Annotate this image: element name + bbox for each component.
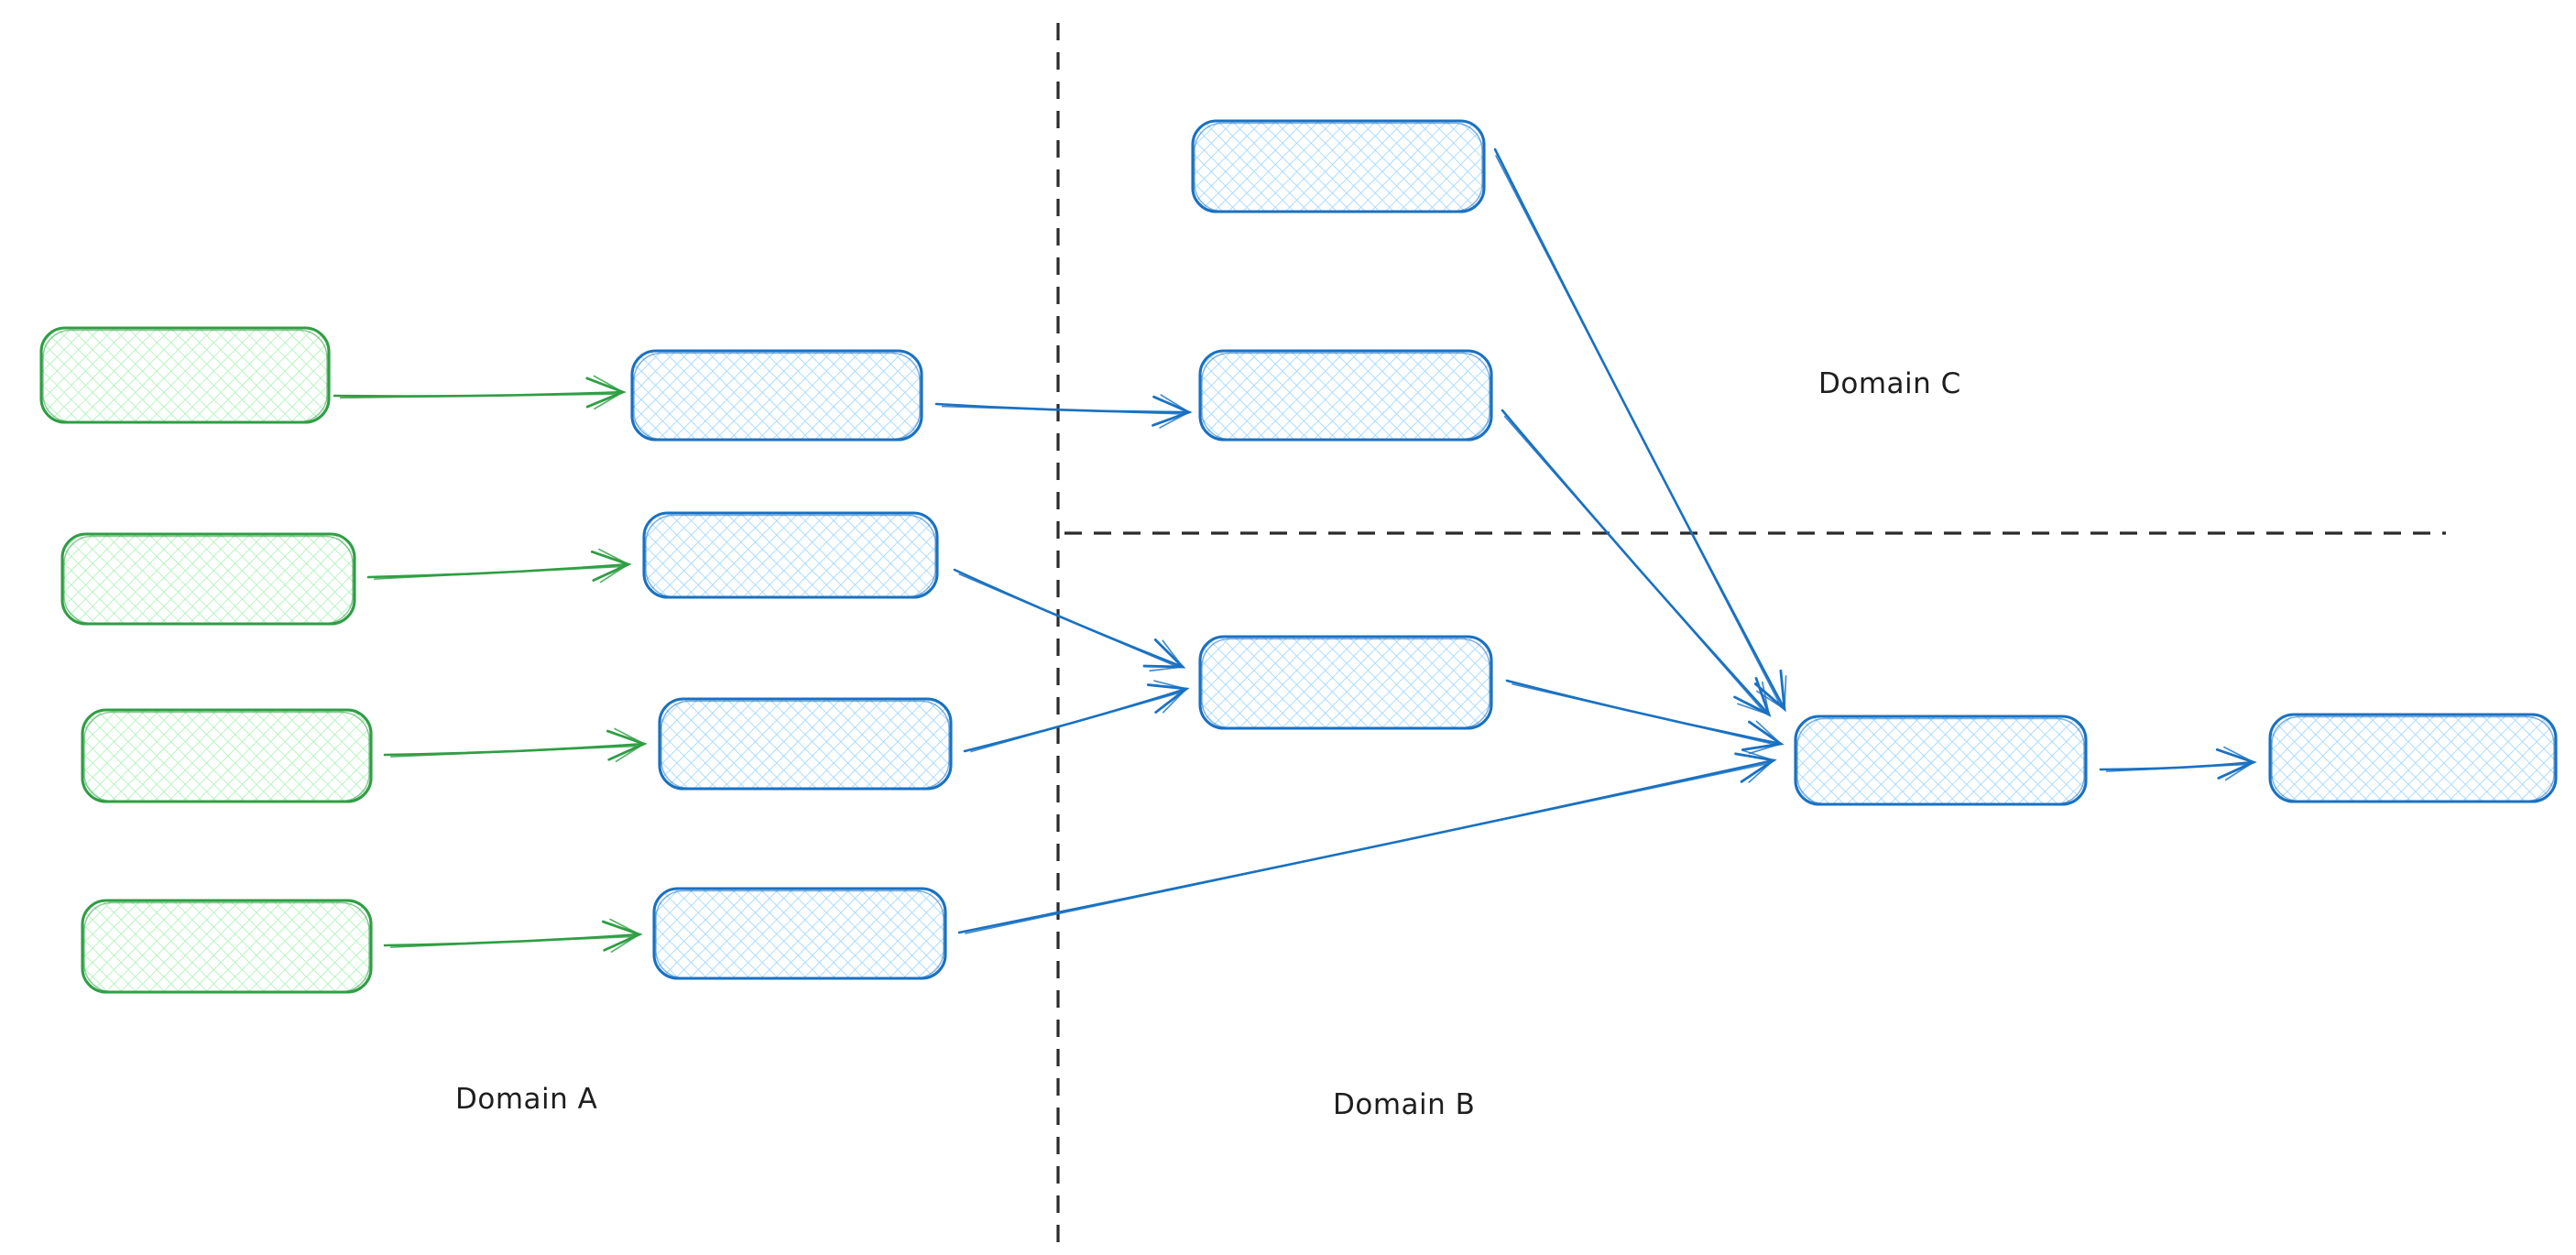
- blue-node-hub: [1794, 715, 2088, 806]
- edge-bcenter-hub: [1505, 679, 1785, 755]
- edge-btop-hub: [1493, 147, 1787, 713]
- blue-node-b-mid: [1198, 349, 1493, 442]
- domain-a-label: Domain A: [455, 1083, 597, 1116]
- green-node-4: [81, 899, 373, 994]
- green-node-2: [60, 532, 356, 626]
- edge-a3-bcenter: [963, 680, 1190, 753]
- blue-node-b-top: [1191, 119, 1486, 213]
- blue-node-a1: [630, 349, 923, 442]
- domain-b-label: Domain B: [1333, 1088, 1475, 1121]
- blue-node-a2: [642, 511, 939, 599]
- edge-green-4: [383, 918, 643, 954]
- edge-a1-bmid: [934, 394, 1193, 429]
- edge-bmid-hub: [1501, 409, 1772, 717]
- green-node-3: [81, 708, 373, 803]
- green-node-1: [39, 326, 331, 424]
- edge-green-2: [366, 548, 632, 584]
- edge-hub-final: [2099, 746, 2257, 781]
- edge-a2-bcenter: [953, 568, 1186, 672]
- edge-a4-hub: [957, 749, 1777, 934]
- blue-node-b-center: [1198, 635, 1493, 730]
- blue-node-a4: [652, 887, 947, 980]
- edge-green-1: [333, 375, 627, 410]
- blue-node-final: [2268, 713, 2558, 803]
- blue-node-a3: [658, 697, 953, 791]
- domain-c-label: Domain C: [1818, 367, 1961, 400]
- edge-green-3: [383, 727, 648, 763]
